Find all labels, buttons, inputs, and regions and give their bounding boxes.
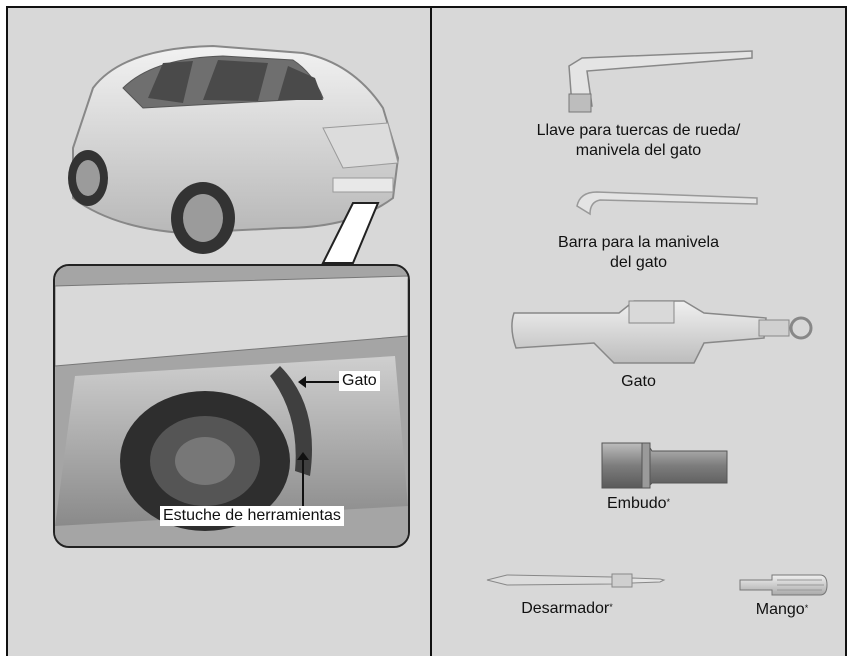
screwdriver-illustration [486, 573, 666, 588]
car-illustration [68, 44, 400, 264]
panel-divider [430, 6, 432, 656]
handle-label: Mango* [727, 600, 837, 620]
jack-illustration [511, 300, 813, 364]
handle-illustration [739, 574, 828, 596]
jack-callout-arrow [298, 376, 306, 388]
wheel-nut-wrench-illustration [568, 50, 753, 113]
toolkit-callout-line [302, 460, 304, 512]
right-panel: Llave para tuercas de rueda/ manivela de… [432, 8, 845, 656]
page-frame [6, 6, 847, 656]
trunk-illustration [55, 266, 408, 546]
left-panel: Gato Estuche de herramientas [8, 8, 430, 656]
wheel-nut-wrench-label-line2: manivela del gato [575, 142, 702, 159]
funnel-label-text: Embudo [606, 495, 667, 512]
handle-label-text: Mango [755, 601, 805, 618]
screwdriver-footnote-asterisk: * [609, 602, 613, 612]
funnel-label: Embudo* [432, 494, 845, 514]
trunk-inset [53, 264, 410, 548]
jack-callout-line [301, 381, 341, 383]
toolkit-callout-label: Estuche de herramientas [160, 506, 344, 526]
handle-footnote-asterisk: * [804, 603, 809, 613]
jack-callout-label: Gato [339, 371, 380, 391]
wheel-nut-wrench-label-line1: Llave para tuercas de rueda/ [536, 122, 741, 139]
funnel-footnote-asterisk: * [666, 497, 671, 507]
toolkit-callout-arrow [297, 452, 309, 460]
jack-handle-bar-illustration [576, 191, 758, 216]
jack-handle-bar-label-line1: Barra para la manivela [558, 234, 719, 251]
screwdriver-label: Desarmador* [487, 599, 647, 619]
jack-handle-bar-label-line2: del gato [610, 254, 667, 271]
screwdriver-label-text: Desarmador [521, 600, 610, 617]
jack-label: Gato [621, 373, 656, 390]
funnel-illustration [601, 442, 728, 489]
